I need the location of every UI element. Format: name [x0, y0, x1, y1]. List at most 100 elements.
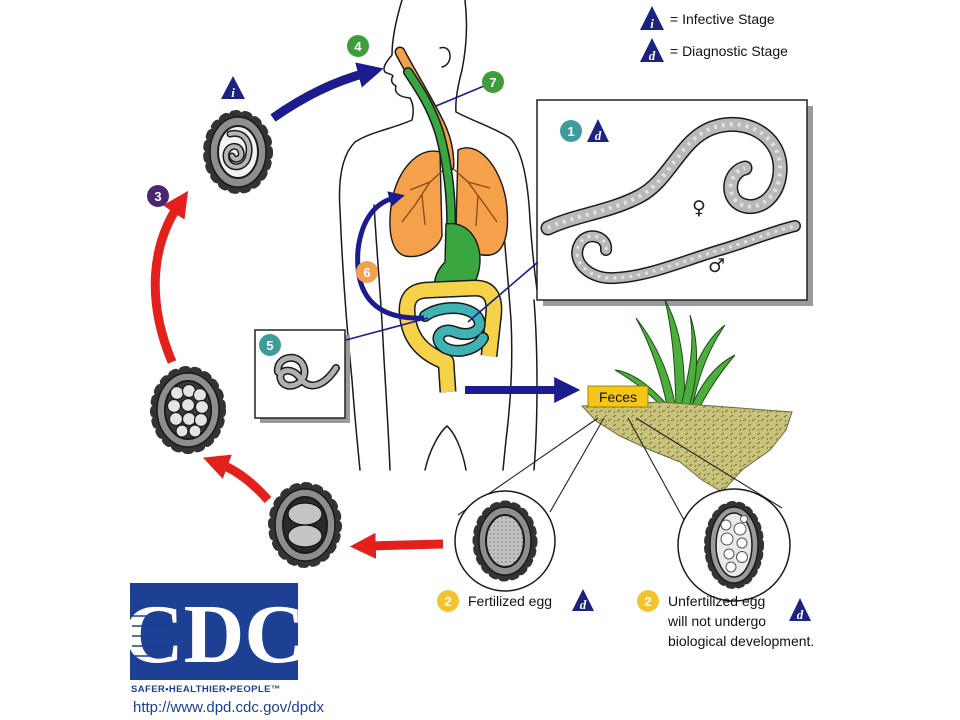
blastomere	[169, 385, 185, 401]
human-body	[338, 0, 538, 471]
step-7-number: 7	[489, 75, 496, 90]
legs-line	[424, 425, 467, 471]
egg-cell-lower	[287, 524, 323, 548]
feces-box-bg	[587, 385, 649, 408]
step-7-circle	[482, 71, 504, 93]
arrow-twocell-to-morula	[202, 454, 272, 504]
fertilized-diagnostic-letter: d	[580, 597, 587, 612]
large-intestine	[400, 281, 501, 393]
blastomere	[175, 424, 189, 438]
granule	[720, 519, 732, 531]
egg-mammillated-coat	[268, 482, 342, 568]
source-url: http://www.dpd.cdc.gov/dpdx	[133, 699, 324, 716]
soil-patch	[580, 401, 793, 493]
infective-egg	[203, 110, 273, 194]
unfertilized-diagnostic-letter: d	[797, 607, 804, 622]
granule	[720, 532, 734, 546]
fertilized-egg	[472, 500, 538, 582]
legend-diagnostic-label: = Diagnostic Stage	[670, 43, 788, 59]
step-2-fertilized-number: 2	[444, 594, 451, 609]
egg-cell-upper	[287, 502, 323, 526]
female-worm-texture	[547, 122, 783, 230]
arrow-fertilized-to-twocell	[349, 532, 444, 559]
step-7-badge: 7	[482, 71, 504, 93]
grass-blade	[689, 354, 736, 411]
body-outline-left	[338, 0, 415, 471]
feces-line-to-fertilized-right	[549, 417, 605, 513]
female-symbol: ♀	[692, 197, 706, 219]
step-1-circle	[560, 120, 582, 142]
legend-diagnostic-symbol: d	[649, 48, 656, 63]
cdc-logo-stripes	[132, 605, 172, 657]
arrow-morula-to-infective	[150, 190, 189, 364]
step-2-unfertilized-number: 2	[644, 594, 651, 609]
step-6-circle	[356, 261, 378, 283]
esophagus	[404, 68, 455, 236]
blastomere	[181, 411, 197, 427]
diagnostic-stage-triangle-icon	[587, 119, 609, 142]
body-outline-right	[455, 0, 538, 291]
blastomere	[188, 424, 202, 438]
grass-blade	[664, 299, 685, 411]
step-3-circle	[147, 185, 169, 207]
diagnostic-stage-triangle-icon	[572, 589, 594, 611]
blastomere	[194, 399, 210, 415]
step-2-fertilized-circle	[437, 590, 459, 612]
egg-mammillated-coat	[150, 366, 226, 454]
granule	[736, 537, 748, 549]
step-6-badge: 6	[356, 261, 378, 283]
step-3-badge: 3	[147, 185, 169, 207]
egg-larva	[223, 131, 252, 169]
right-arm-lower-line	[533, 299, 538, 471]
male-symbol: ♂	[708, 255, 725, 277]
unfertilized-egg-label-line2: will not undergo	[667, 613, 766, 629]
morula-egg	[150, 366, 226, 454]
step-4-number: 4	[354, 39, 362, 54]
blastomere	[166, 398, 182, 414]
male-worm	[572, 221, 800, 283]
step-6-number: 6	[363, 265, 370, 280]
unfertilized-egg-caption: 2 Unfertilized egg will not undergo biol…	[637, 590, 814, 649]
cdc-logo-text: CDC	[123, 588, 305, 681]
infective-stage-triangle-icon	[640, 6, 664, 30]
grass	[614, 299, 736, 411]
ear-line	[439, 46, 451, 68]
unfertilized-egg	[704, 501, 764, 589]
egg-mammillated-coat	[472, 500, 538, 582]
step-5-number: 5	[266, 338, 273, 353]
step-1-badge: 1 d	[560, 119, 609, 143]
pointer-step7-esophagus	[435, 85, 485, 107]
feces-line-to-unfertilized-left	[627, 417, 685, 521]
granule	[736, 551, 748, 563]
unfertilized-egg-label-line1: Unfertilized egg	[668, 593, 765, 609]
diagnostic-stage-triangle-icon	[640, 38, 664, 62]
small-intestine	[420, 303, 488, 356]
pointer-larva-intestine	[345, 317, 429, 341]
legend-diagnostic: d = Diagnostic Stage	[640, 38, 788, 63]
diagnostic-stage-triangle-icon	[789, 598, 811, 621]
granule	[733, 522, 747, 536]
granule	[740, 515, 748, 523]
granule	[725, 561, 737, 573]
egg-granules	[720, 515, 748, 573]
adult-worms-panel: ♀ ♂	[536, 99, 813, 306]
unfertilized-egg-label-line3: biological development.	[668, 633, 814, 649]
larva	[275, 355, 339, 389]
grass-blade	[635, 317, 677, 411]
feces-label: Feces	[599, 389, 637, 405]
cdc-logo-tagline: SAFER•HEALTHIER•PEOPLE™	[131, 684, 281, 695]
step-2-unfertilized-circle	[637, 590, 659, 612]
unfertilized-egg-view	[677, 488, 791, 602]
fertilized-egg-view	[454, 490, 556, 592]
blastomere	[193, 412, 209, 428]
two-cell-egg	[268, 482, 342, 568]
step-3-number: 3	[154, 189, 161, 204]
feces-line-to-unfertilized-right	[635, 417, 783, 509]
step-5-badge: 5	[259, 334, 281, 356]
step-1-number: 1	[567, 124, 574, 139]
cdc-logo: CDC SAFER•HEALTHIER•PEOPLE™	[123, 583, 305, 695]
feces-box: Feces	[587, 385, 649, 408]
fertilized-egg-caption: 2 Fertilized egg d	[437, 589, 594, 612]
arrow-egg-to-mouth	[270, 62, 384, 122]
